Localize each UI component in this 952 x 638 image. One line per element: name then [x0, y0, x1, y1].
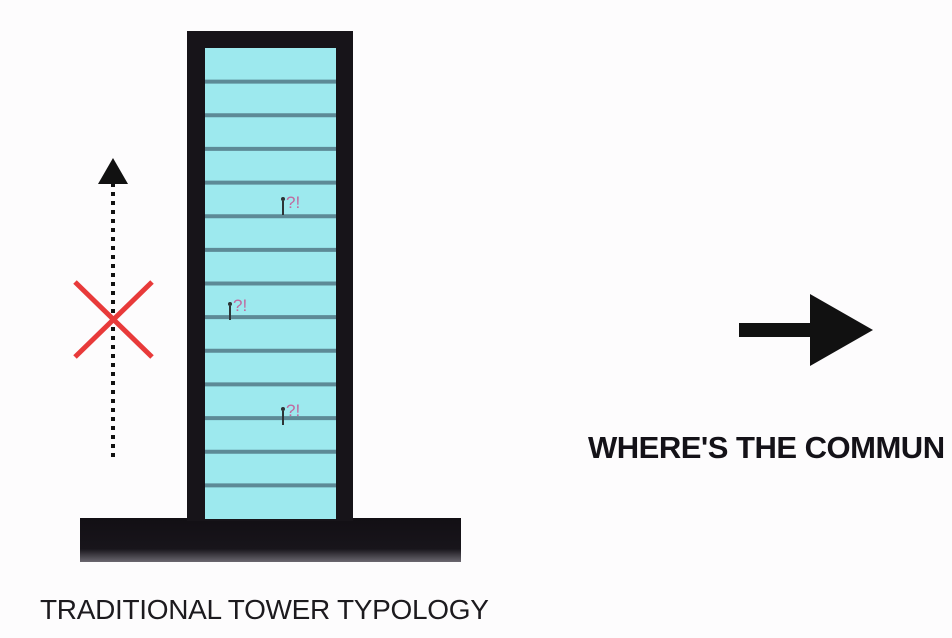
question-mark-label: ?! — [286, 193, 300, 212]
question-mark-label: ?! — [233, 296, 247, 315]
red-x-icon — [73, 280, 154, 359]
question-mark-person-3: ?! — [281, 401, 300, 425]
person-head — [281, 407, 285, 411]
ground-slab — [80, 518, 461, 562]
tower-floor-lines — [205, 79, 336, 488]
question-heading: WHERE'S THE COMMUN — [588, 430, 945, 465]
person-head — [281, 197, 285, 201]
question-mark-person-2: ?! — [228, 296, 247, 320]
diagram-caption: TRADITIONAL TOWER TYPOLOGY — [40, 594, 489, 625]
right-arrow-icon — [739, 294, 873, 366]
question-mark-label: ?! — [286, 401, 300, 420]
person-head — [228, 302, 232, 306]
question-mark-person-1: ?! — [281, 193, 300, 215]
